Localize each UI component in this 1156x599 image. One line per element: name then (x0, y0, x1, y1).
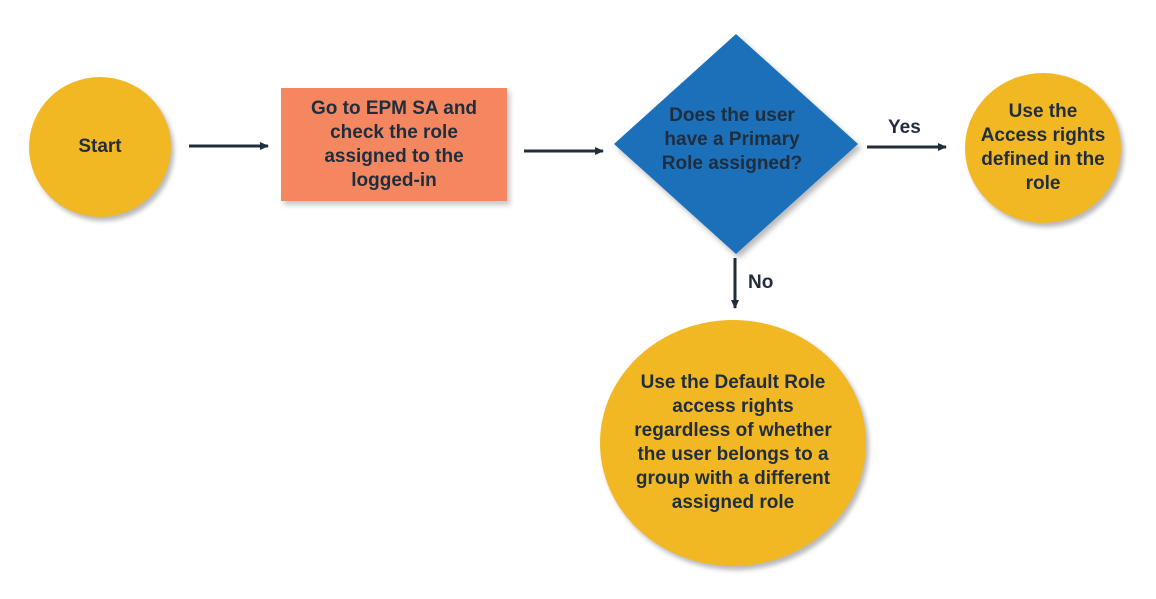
yes-edge-label: Yes (888, 117, 921, 138)
default-role-node: Use the Default Role access rights regar… (600, 320, 866, 566)
default-role-label: Use the Default Role access rights regar… (634, 372, 832, 513)
decision-label: Does the user have a Primary Role assign… (661, 105, 803, 174)
no-edge-label: No (748, 272, 774, 293)
use-access-rights-node: Use the Access rights defined in the rol… (965, 73, 1121, 223)
use-access-rights-label: Use the Access rights defined in the rol… (980, 101, 1106, 194)
start-node: Start (29, 77, 171, 217)
check-role-node: Go to EPM SA and check the role assigned… (281, 88, 507, 201)
check-role-label: Go to EPM SA and check the role assigned… (310, 97, 478, 191)
start-label: Start (78, 136, 122, 157)
decision-diamond-shape (614, 34, 858, 254)
decision-diamond (614, 34, 858, 254)
